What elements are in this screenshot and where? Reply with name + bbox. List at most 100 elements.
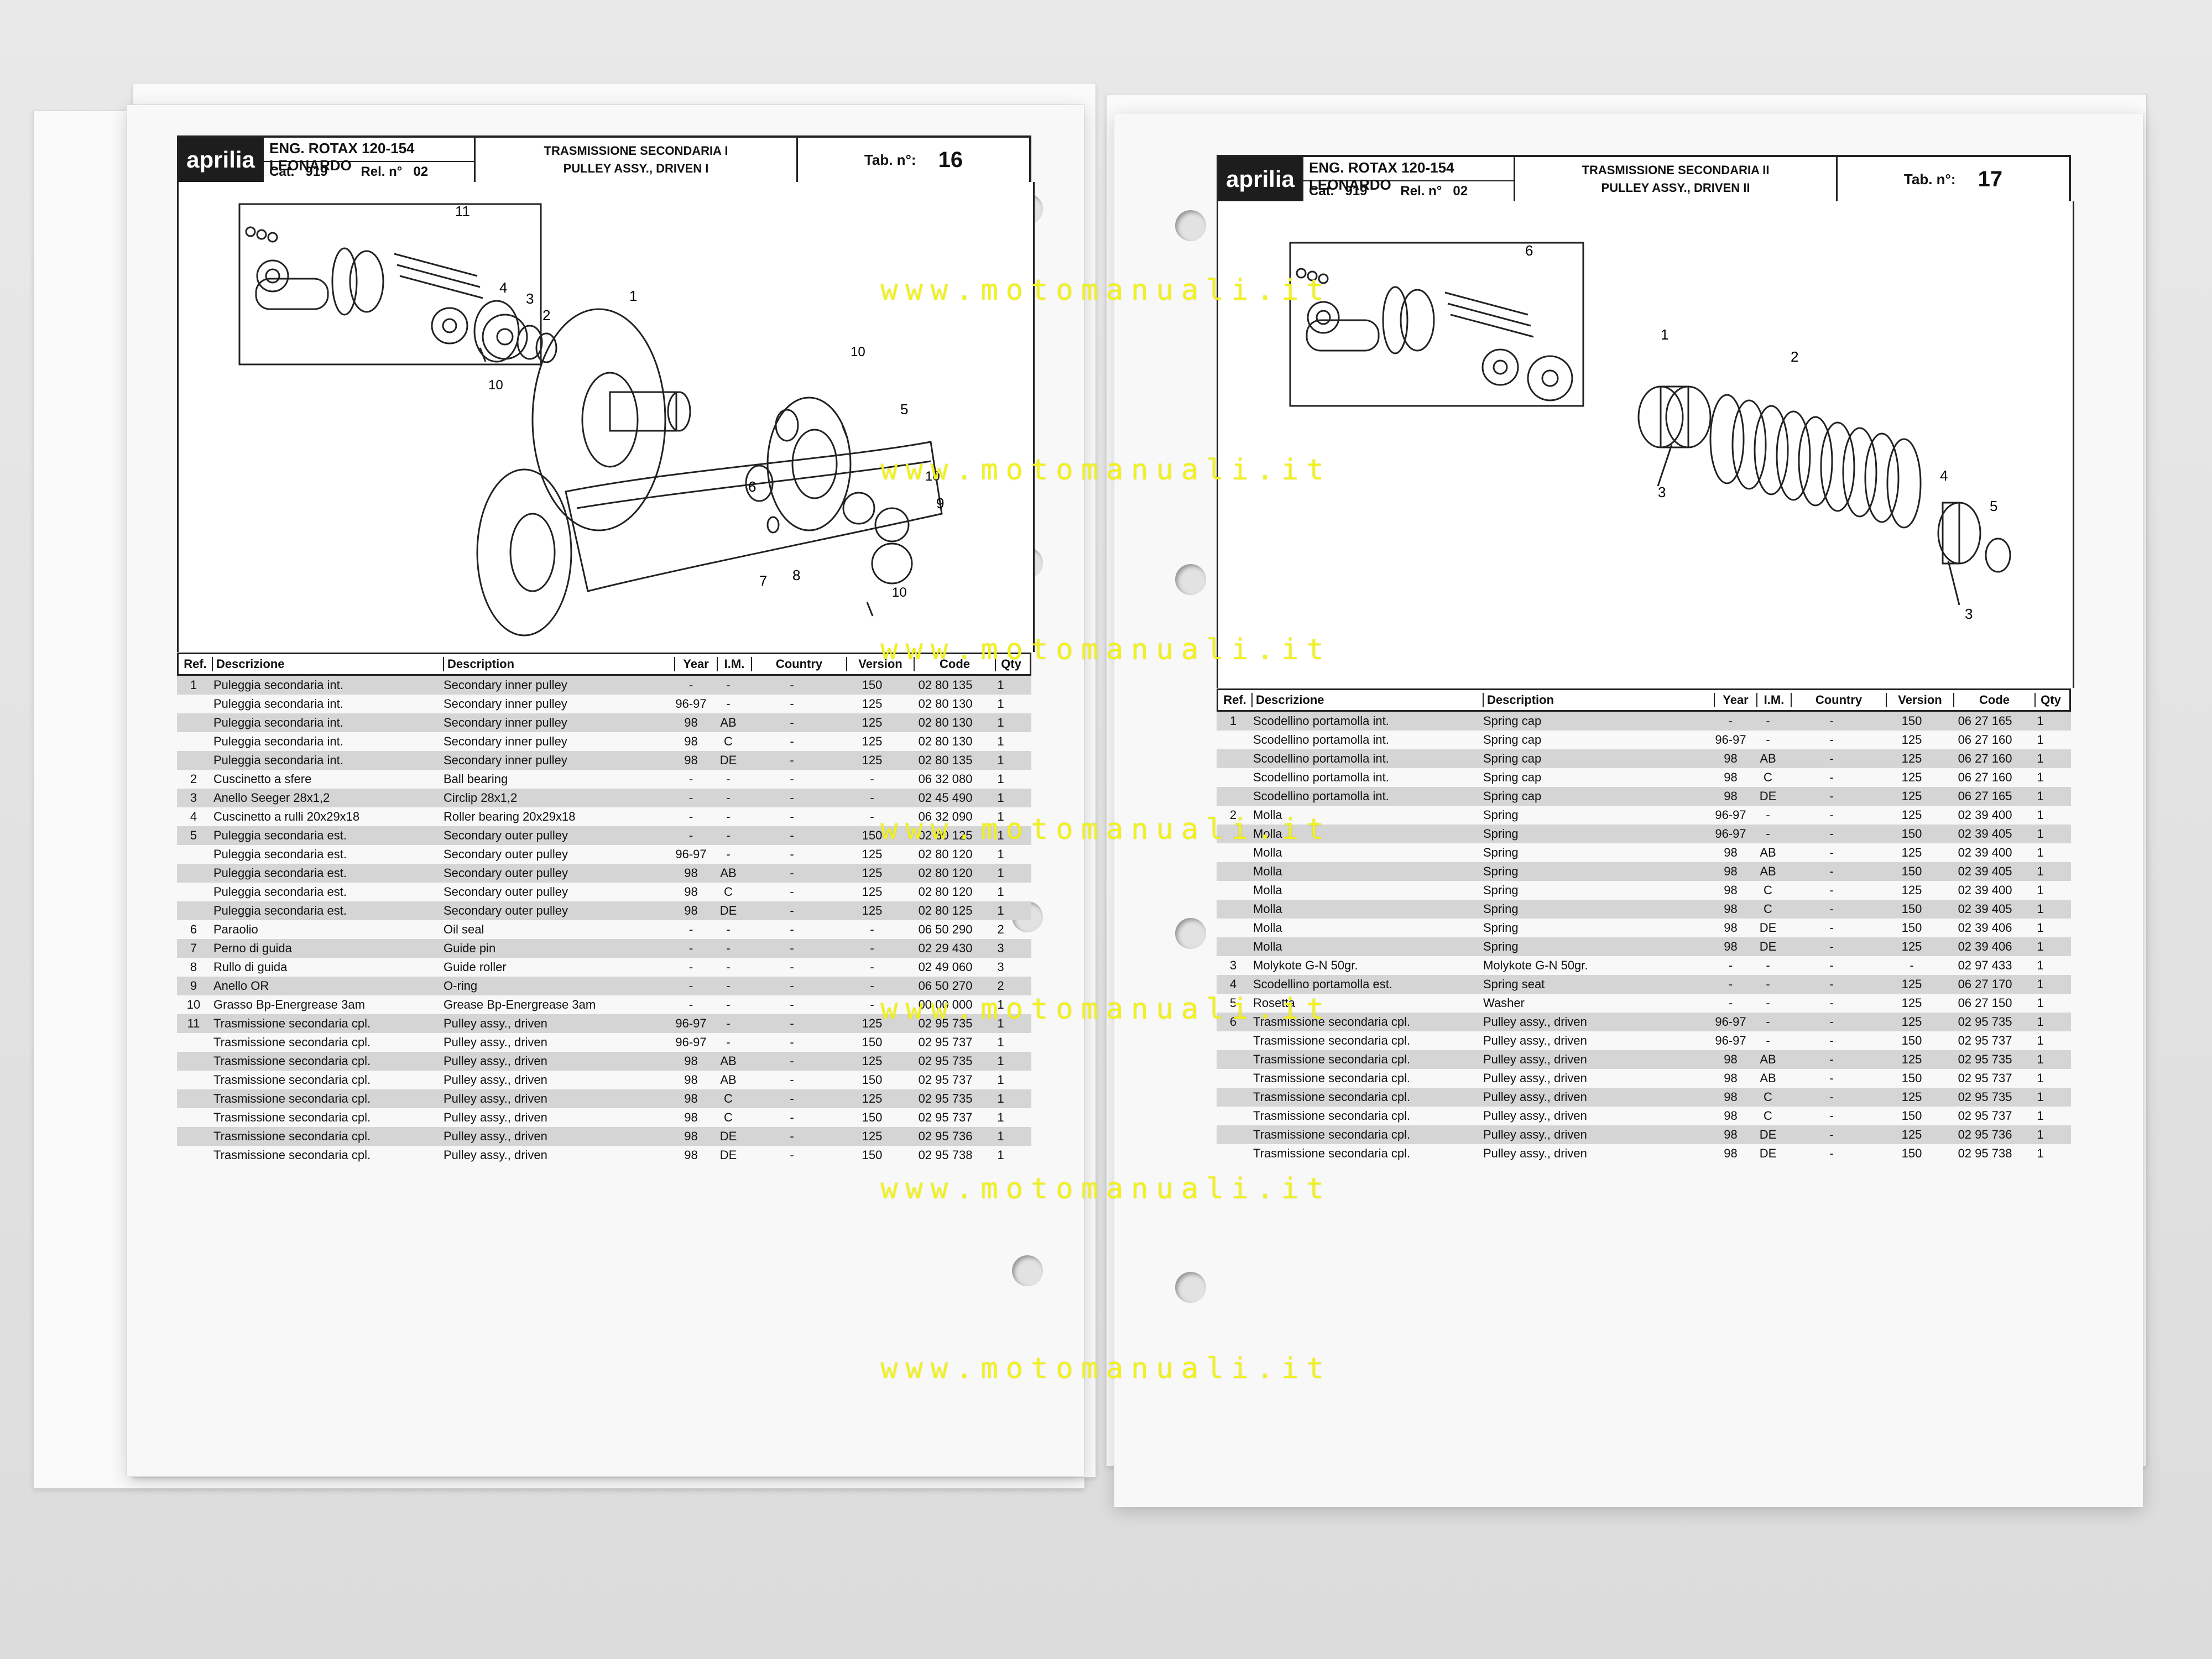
cell-qty: 1 [2037, 770, 2044, 784]
cell-ref: 8 [190, 960, 197, 974]
cell-code: 06 50 270 [918, 979, 973, 993]
sheet-header: aprilia ENG. ROTAX 120-154 LEONARDO Cat.… [177, 135, 1031, 184]
callout-3: 3 [526, 290, 534, 307]
cell-qty: 1 [2037, 752, 2044, 765]
cell-code: 06 27 165 [1958, 789, 2012, 803]
cell-description: Pulley assy., driven [444, 1054, 547, 1068]
cell-qty: 1 [2037, 1071, 2044, 1085]
cell-im: DE [1759, 789, 1777, 803]
main-pulley-drawing [473, 300, 943, 637]
cell-version: - [870, 960, 874, 974]
cell-country: - [790, 1092, 794, 1105]
cell-description: Pulley assy., driven [1483, 1015, 1587, 1029]
cell-qty: 2 [997, 922, 1004, 936]
cell-version: - [870, 998, 874, 1011]
cell-description: Oil seal [444, 922, 484, 936]
cell-country: - [790, 847, 794, 861]
table-row: Puleggia secondaria est.Secondary outer … [177, 864, 1031, 883]
tab-label: Tab. n°: [1903, 170, 1956, 187]
cell-year: - [1728, 958, 1733, 972]
cell-ref: 1 [190, 678, 197, 692]
cell-descrizione: Puleggia secondaria int. [213, 753, 343, 767]
callout-11: 11 [455, 203, 470, 220]
cell-year: - [688, 960, 693, 974]
cell-im: - [726, 828, 731, 842]
cell-description: Pulley assy., driven [444, 1035, 547, 1049]
cell-im: AB [1760, 864, 1776, 878]
col-qty: Qty [2034, 693, 2066, 707]
table-row: Trasmissione secondaria cpl.Pulley assy.… [1217, 1088, 2071, 1107]
cell-im: - [726, 810, 731, 823]
cell-descrizione: Molla [1253, 864, 1282, 878]
cell-descrizione: Trasmissione secondaria cpl. [1253, 1015, 1411, 1029]
col-country: Country [1791, 693, 1886, 707]
cell-year: 96-97 [675, 1035, 707, 1049]
table-row: Trasmissione secondaria cpl.Pulley assy.… [177, 1033, 1031, 1052]
cell-descrizione: Trasmissione secondaria cpl. [213, 1016, 371, 1030]
cell-version: 125 [1901, 846, 1922, 859]
table-row: Puleggia secondaria est.Secondary outer … [177, 883, 1031, 901]
cell-qty: 1 [2037, 1128, 2044, 1141]
cell-code: 02 95 737 [918, 1035, 973, 1049]
cell-year: 98 [1724, 1146, 1738, 1160]
cell-country: - [1829, 752, 1834, 765]
col-version: Version [1886, 693, 1953, 707]
table-row: Puleggia secondaria int.Secondary inner … [177, 751, 1031, 770]
cell-country: - [790, 1073, 794, 1087]
aprilia-logo: aprilia [1219, 157, 1302, 201]
cell-code: 02 95 735 [1958, 1090, 2012, 1104]
cell-im: AB [1760, 752, 1776, 765]
cell-im: C [724, 734, 733, 748]
engine-info: ENG. ROTAX 120-154 LEONARDO Cat. 919 Rel… [262, 138, 474, 182]
cell-description: Spring [1483, 940, 1519, 953]
cell-country: - [1829, 789, 1834, 803]
cell-country: - [790, 866, 794, 880]
callout-9: 9 [936, 495, 944, 512]
cell-description: Pulley assy., driven [1483, 1034, 1587, 1047]
cell-description: Spring [1483, 921, 1519, 935]
cell-country: - [1829, 883, 1834, 897]
cell-version: 125 [1901, 1052, 1922, 1066]
cell-country: - [790, 904, 794, 917]
cell-code: 00 00 000 [918, 998, 973, 1011]
cell-year: - [688, 772, 693, 786]
binder-hole [1175, 918, 1206, 949]
cell-descrizione: Puleggia secondaria int. [213, 678, 343, 692]
cell-im: C [1764, 1090, 1772, 1104]
watermark: www.motomanuali.it [880, 274, 1332, 307]
spring-assembly-drawing [1637, 385, 2011, 606]
cell-code: 02 95 737 [1958, 1109, 2012, 1123]
cell-code: 02 97 433 [1958, 958, 2012, 972]
cell-ref: 10 [186, 998, 201, 1011]
table-row: Trasmissione secondaria cpl.Pulley assy.… [1217, 1144, 2071, 1163]
watermark: www.motomanuali.it [880, 633, 1332, 666]
cell-year: - [688, 678, 693, 692]
cell-year: 98 [684, 904, 698, 917]
cell-code: 02 29 430 [918, 941, 973, 955]
cell-country: - [790, 941, 794, 955]
cell-ref: 5 [1229, 996, 1237, 1010]
engine-info: ENG. ROTAX 120-154 LEONARDO Cat. 919 Rel… [1302, 157, 1514, 201]
cell-im: - [1766, 733, 1770, 747]
cell-year: 96-97 [1715, 1015, 1746, 1029]
catalog-page-right: aprilia ENG. ROTAX 120-154 LEONARDO Cat.… [1114, 113, 2143, 1507]
cell-country: - [1829, 1128, 1834, 1141]
cell-im: C [1764, 1109, 1772, 1123]
cell-version: - [870, 922, 874, 936]
callout-5: 5 [900, 401, 908, 418]
cell-year: 96-97 [1715, 808, 1746, 822]
cell-country: - [1829, 846, 1834, 859]
cell-version: 150 [1901, 1071, 1922, 1085]
cell-description: Ball bearing [444, 772, 508, 786]
cell-year: 96-97 [675, 1016, 707, 1030]
cell-im: - [726, 678, 731, 692]
cell-qty: 1 [2037, 1034, 2044, 1047]
cell-year: 98 [1724, 1052, 1738, 1066]
